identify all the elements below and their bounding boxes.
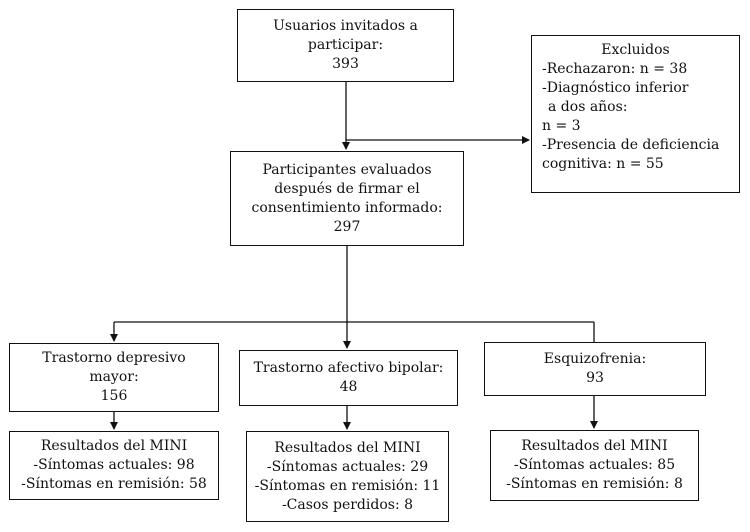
excluded-line-6: cognitiva: n = 55 xyxy=(542,156,664,172)
results-depressive-title-mini: MINI xyxy=(149,438,188,454)
evaluated-box: Participantes evaluados después de firma… xyxy=(230,151,464,246)
invited-line-1: Usuarios invitados a xyxy=(273,18,418,34)
results-depressive-box: Resultados del MINI -Síntomas actuales: … xyxy=(9,431,219,500)
excluded-box: Excluidos -Rechazaron: n = 38 -Diagnósti… xyxy=(531,35,740,193)
evaluated-line-3: consentimiento informado: xyxy=(251,199,443,216)
results-bipolar-title-prefix: Resultados del xyxy=(274,439,384,456)
results-schizo-title-mini: MINI xyxy=(630,438,668,454)
results-bipolar-line-3: -Casos perdidos: 8 xyxy=(281,496,414,513)
excluded-line-3: a dos años: xyxy=(548,99,628,115)
evaluated-count: 297 xyxy=(333,218,361,235)
results-depressive-title: Resultados del MINI xyxy=(10,437,218,456)
results-bipolar-line-2: -Síntomas en remisión: 11 xyxy=(254,477,441,494)
excluded-title: Excluidos xyxy=(601,42,670,58)
results-bipolar-title: Resultados del MINI xyxy=(247,439,448,458)
results-depressive-title-prefix: Resultados del xyxy=(40,438,150,454)
results-bipolar-line-1: -Síntomas actuales: 29 xyxy=(266,458,429,475)
schizo-box: Esquizofrenia: 93 xyxy=(484,342,706,396)
schizo-line-1: Esquizofrenia: xyxy=(543,351,647,367)
results-depressive-line-1: -Síntomas actuales: 98 xyxy=(33,457,195,473)
depressive-box: Trastorno depresivo mayor: 156 xyxy=(9,343,219,412)
excluded-line-5: -Presencia de deficiencia xyxy=(542,137,720,153)
bipolar-count: 48 xyxy=(339,379,358,395)
results-depressive-line-2: -Síntomas en remisión: 58 xyxy=(21,476,207,492)
results-schizo-line-1: -Síntomas actuales: 85 xyxy=(513,457,676,473)
evaluated-line-2: después de firmar el xyxy=(274,180,420,197)
results-schizo-title-prefix: Resultados del xyxy=(521,438,631,454)
depressive-line-2: mayor: xyxy=(89,369,139,385)
results-schizo-box: Resultados del MINI -Síntomas actuales: … xyxy=(490,430,699,501)
invited-box: Usuarios invitados a participar: 393 xyxy=(237,9,454,82)
depressive-count: 156 xyxy=(100,388,128,404)
invited-count: 393 xyxy=(332,56,359,72)
excluded-line-2: -Diagnóstico inferior xyxy=(542,80,689,96)
excluded-line-1: -Rechazaron: n = 38 xyxy=(542,61,688,77)
bipolar-line-1: Trastorno afectivo bipolar: xyxy=(253,360,444,376)
invited-line-2: participar: xyxy=(307,37,384,53)
depressive-line-1: Trastorno depresivo xyxy=(42,350,186,366)
results-schizo-title: Resultados del MINI xyxy=(491,437,698,456)
results-bipolar-box: Resultados del MINI -Síntomas actuales: … xyxy=(246,431,449,522)
bipolar-box: Trastorno afectivo bipolar: 48 xyxy=(239,350,458,406)
schizo-count: 93 xyxy=(586,370,604,386)
excluded-line-4: n = 3 xyxy=(542,118,581,134)
results-schizo-line-2: -Síntomas en remisión: 8 xyxy=(506,476,683,492)
evaluated-line-1: Participantes evaluados xyxy=(262,161,432,178)
results-bipolar-title-mini: MINI xyxy=(383,439,421,456)
